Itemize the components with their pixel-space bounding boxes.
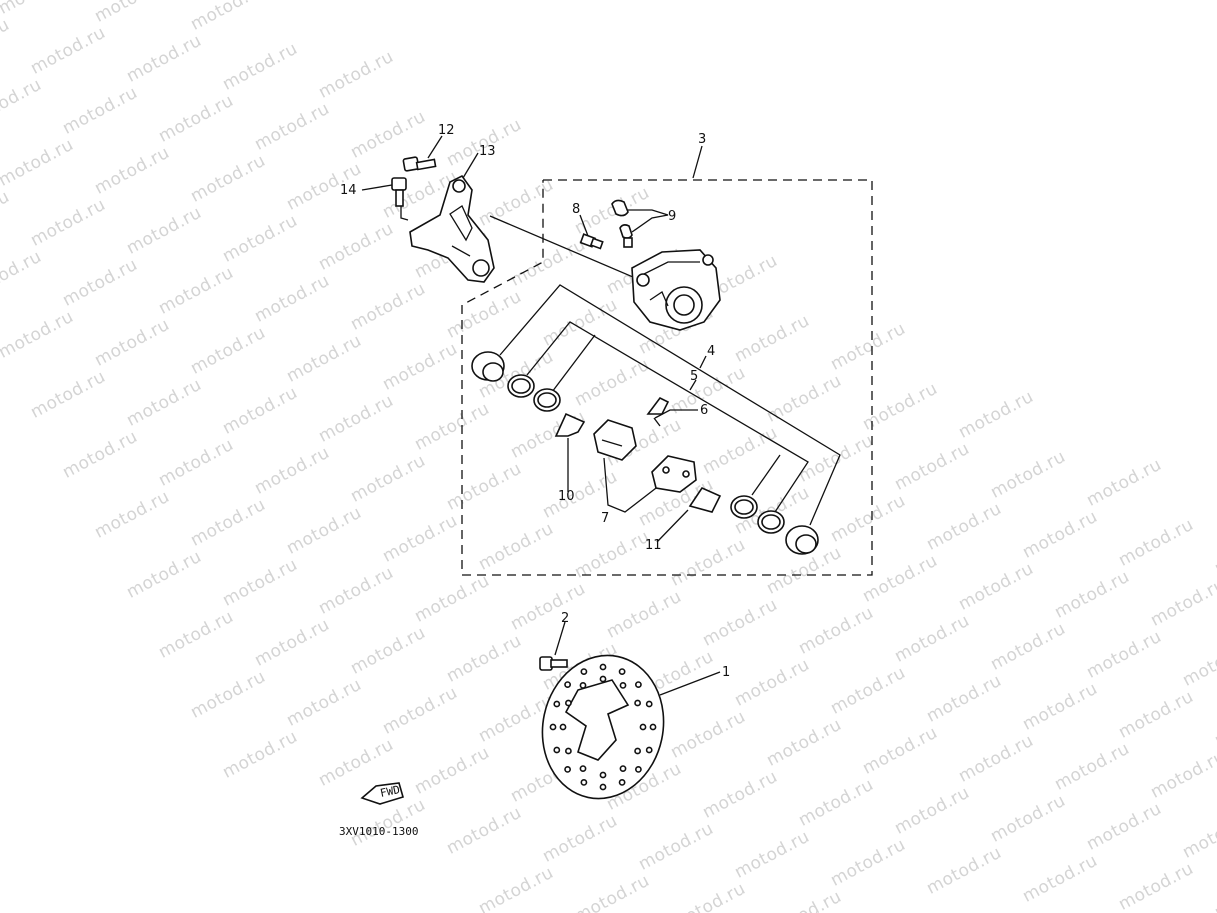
disc-hole <box>634 699 641 707</box>
disc-hole <box>634 747 641 755</box>
disc-hole <box>599 675 607 683</box>
disc-hole <box>599 783 607 791</box>
disc-hole <box>619 682 627 689</box>
disc-hole <box>580 779 588 786</box>
callout-2: 2 <box>561 611 569 626</box>
brake-pad-outer-icon <box>651 455 697 493</box>
disc-hole <box>618 668 626 675</box>
callout-labels: 1 2 3 4 5 6 7 8 9 10 11 12 13 14 <box>340 123 730 680</box>
disc-hole <box>618 779 626 786</box>
leader-lines <box>361 135 841 696</box>
disc-hole <box>599 771 607 779</box>
disc-hole <box>553 700 561 708</box>
callout-3: 3 <box>698 132 706 147</box>
callout-5: 5 <box>690 369 698 384</box>
callout-8: 8 <box>572 202 580 217</box>
disc-hole <box>549 723 557 731</box>
disc-hole <box>635 681 642 688</box>
pad-spring-6-icon <box>646 396 670 427</box>
disc-hole <box>619 765 627 772</box>
bolt-14-icon <box>391 177 407 207</box>
forward-direction-arrow: FWD <box>360 782 404 805</box>
disc-hole <box>649 723 657 731</box>
assembly-boundary <box>461 179 873 576</box>
callout-6: 6 <box>700 403 708 418</box>
disc-hole <box>645 746 653 754</box>
disc-hole <box>645 700 653 708</box>
caliper-bracket-icon <box>409 174 495 283</box>
pad-shim-11-icon <box>688 486 722 513</box>
brake-disc-icon <box>541 654 665 800</box>
callout-4: 4 <box>707 344 715 359</box>
disc-hole <box>635 766 642 773</box>
callout-1: 1 <box>722 665 730 680</box>
disc-hole <box>579 682 587 689</box>
callout-7: 7 <box>601 511 609 526</box>
pad-shim-10-icon <box>554 412 586 437</box>
forward-label: FWD <box>379 783 401 800</box>
seal-rings-icon <box>507 374 785 534</box>
bleed-screw-8-icon <box>579 233 604 250</box>
part-code: 3XV1010-1300 <box>339 825 418 838</box>
callout-13: 13 <box>479 144 496 159</box>
disc-hole <box>564 766 571 773</box>
brake-pad-inner-icon <box>593 419 637 461</box>
disc-hole <box>579 765 587 772</box>
cap-9-icon <box>611 199 633 248</box>
disc-hole <box>639 723 647 731</box>
piston-left-icon <box>471 351 505 382</box>
callout-14: 14 <box>340 183 357 198</box>
disc-bolt-2-icon <box>539 656 568 671</box>
callout-9: 9 <box>668 209 676 224</box>
callout-11: 11 <box>645 538 662 553</box>
disc-hole <box>580 668 588 675</box>
disc-hole <box>564 681 571 688</box>
disc-hole <box>553 746 561 754</box>
disc-hole <box>565 699 572 707</box>
disc-hole <box>565 747 572 755</box>
piston-right-icon <box>785 525 819 555</box>
callout-12: 12 <box>438 123 455 138</box>
caliper-body-icon <box>631 249 721 331</box>
bolt-12-icon <box>402 156 437 172</box>
disc-hole <box>559 723 567 731</box>
disc-hole <box>599 663 607 671</box>
callout-10: 10 <box>558 489 575 504</box>
